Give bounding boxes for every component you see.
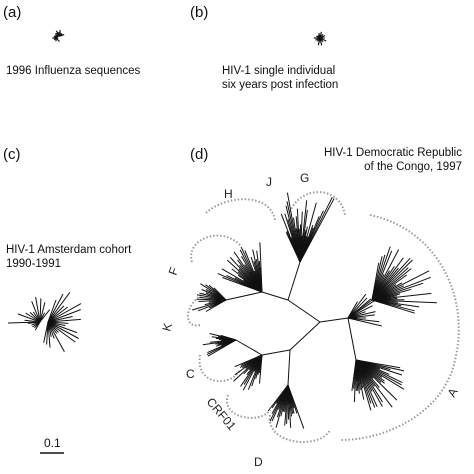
tree-backbone xyxy=(287,349,291,386)
scale-bar-label: 0.1 xyxy=(44,436,61,450)
tree-branch xyxy=(213,287,227,301)
tree-backbone xyxy=(289,321,321,351)
tree-backbone xyxy=(319,317,349,323)
tree-backbone xyxy=(287,299,321,323)
tree-branch xyxy=(47,321,51,348)
outline-a xyxy=(339,214,460,441)
tree-branch xyxy=(31,301,41,323)
tree-branch xyxy=(347,314,375,319)
tree-backbone xyxy=(261,291,289,301)
clade-outlines xyxy=(187,191,460,443)
tree-d-drc-1997 xyxy=(192,192,437,429)
clade-label-j: J xyxy=(266,175,272,189)
tree-backbone xyxy=(261,349,291,356)
tree-branch xyxy=(39,298,42,323)
caption-a: 1996 Influenza sequences xyxy=(6,64,140,78)
outline-k xyxy=(187,289,216,327)
tree-branch xyxy=(299,198,335,263)
panel-d-label: (d) xyxy=(190,146,209,163)
tree-branch xyxy=(47,321,79,339)
caption-b-line-2: six years post infection xyxy=(222,79,339,91)
tree-branch xyxy=(371,276,431,301)
tree-branch xyxy=(47,305,65,323)
tree-branch xyxy=(47,303,82,323)
tree-branch xyxy=(55,35,59,39)
clade-label-g: G xyxy=(300,171,309,185)
tree-branch xyxy=(347,305,373,319)
tree-backbone xyxy=(225,291,263,301)
caption-c-line-2: 1990-1991 xyxy=(6,258,61,270)
tree-backbone xyxy=(347,317,357,361)
tree-branch xyxy=(47,299,57,323)
tree-branch xyxy=(371,299,437,304)
tree-branch xyxy=(43,321,49,343)
outline-g xyxy=(289,191,346,216)
tree-branch xyxy=(24,319,41,323)
clade-label-f: F xyxy=(166,265,182,277)
tree-branch xyxy=(47,321,78,334)
tree-branch xyxy=(371,270,430,301)
tree-branch xyxy=(47,309,81,323)
tree-branch xyxy=(35,296,41,323)
tree-branch xyxy=(25,312,41,323)
tree-backbone xyxy=(287,261,301,301)
tree-branch xyxy=(371,299,415,314)
tree-branch xyxy=(47,318,81,323)
tree-branch xyxy=(347,311,376,319)
panel-a-label: (a) xyxy=(3,4,22,21)
tree-branch xyxy=(47,292,71,323)
tree-branch xyxy=(347,297,368,319)
tree-backbone xyxy=(235,339,263,356)
clade-label-d: D xyxy=(254,455,263,469)
caption-a-line-1: 1996 Influenza sequences xyxy=(6,65,141,77)
tree-branch xyxy=(47,321,76,343)
caption-b: HIV-1 single individual six years post i… xyxy=(222,64,338,92)
tree-branch xyxy=(59,34,65,37)
tree-branch xyxy=(39,309,51,323)
clade-label-c: C xyxy=(186,367,195,381)
tree-branch xyxy=(234,354,263,368)
tree-branch xyxy=(347,317,380,323)
tree-branch xyxy=(347,298,372,319)
tree-branch xyxy=(347,296,381,319)
caption-d-line-2: of the Congo, 1997 xyxy=(364,161,462,173)
tree-branch xyxy=(47,316,73,323)
tree-branch xyxy=(259,242,263,293)
tree-branch xyxy=(319,35,326,39)
tree-branch xyxy=(39,302,46,323)
tree-branch xyxy=(46,321,49,345)
caption-c: HIV-1 Amsterdam cohort 1990-1991 xyxy=(6,243,131,271)
tree-branch xyxy=(371,259,413,301)
caption-c-line-1: HIV-1 Amsterdam cohort xyxy=(6,244,132,256)
tree-branch xyxy=(47,321,65,352)
tree-b-single-individual xyxy=(313,31,327,46)
clade-label-k: K xyxy=(159,321,175,332)
tree-branch xyxy=(347,293,367,319)
tree-branch xyxy=(371,249,400,301)
clade-label-a: A xyxy=(444,386,460,400)
tree-branch xyxy=(17,313,41,323)
panel-b-label: (b) xyxy=(190,4,209,21)
tree-branch xyxy=(371,292,432,301)
outline-f xyxy=(190,234,241,263)
outline-crf01 xyxy=(225,394,271,419)
tree-branch xyxy=(351,359,357,391)
tree-a-influenza xyxy=(52,30,65,42)
panel-c-label: (c) xyxy=(3,146,21,163)
caption-b-line-1: HIV-1 single individual xyxy=(222,65,336,77)
tree-c-amsterdam-cohort xyxy=(7,292,82,352)
tree-branch xyxy=(47,293,64,323)
caption-d-line-1: HIV-1 Democratic Republic xyxy=(323,147,462,159)
tree-branch xyxy=(220,334,237,341)
caption-d: HIV-1 Democratic Republic of the Congo, … xyxy=(324,146,462,174)
tree-branch xyxy=(47,306,68,323)
outline-c xyxy=(198,354,241,383)
tree-branch xyxy=(267,384,289,412)
tree-branch xyxy=(347,317,382,327)
outline-h-j xyxy=(205,198,276,221)
clade-label-h: H xyxy=(224,187,233,201)
